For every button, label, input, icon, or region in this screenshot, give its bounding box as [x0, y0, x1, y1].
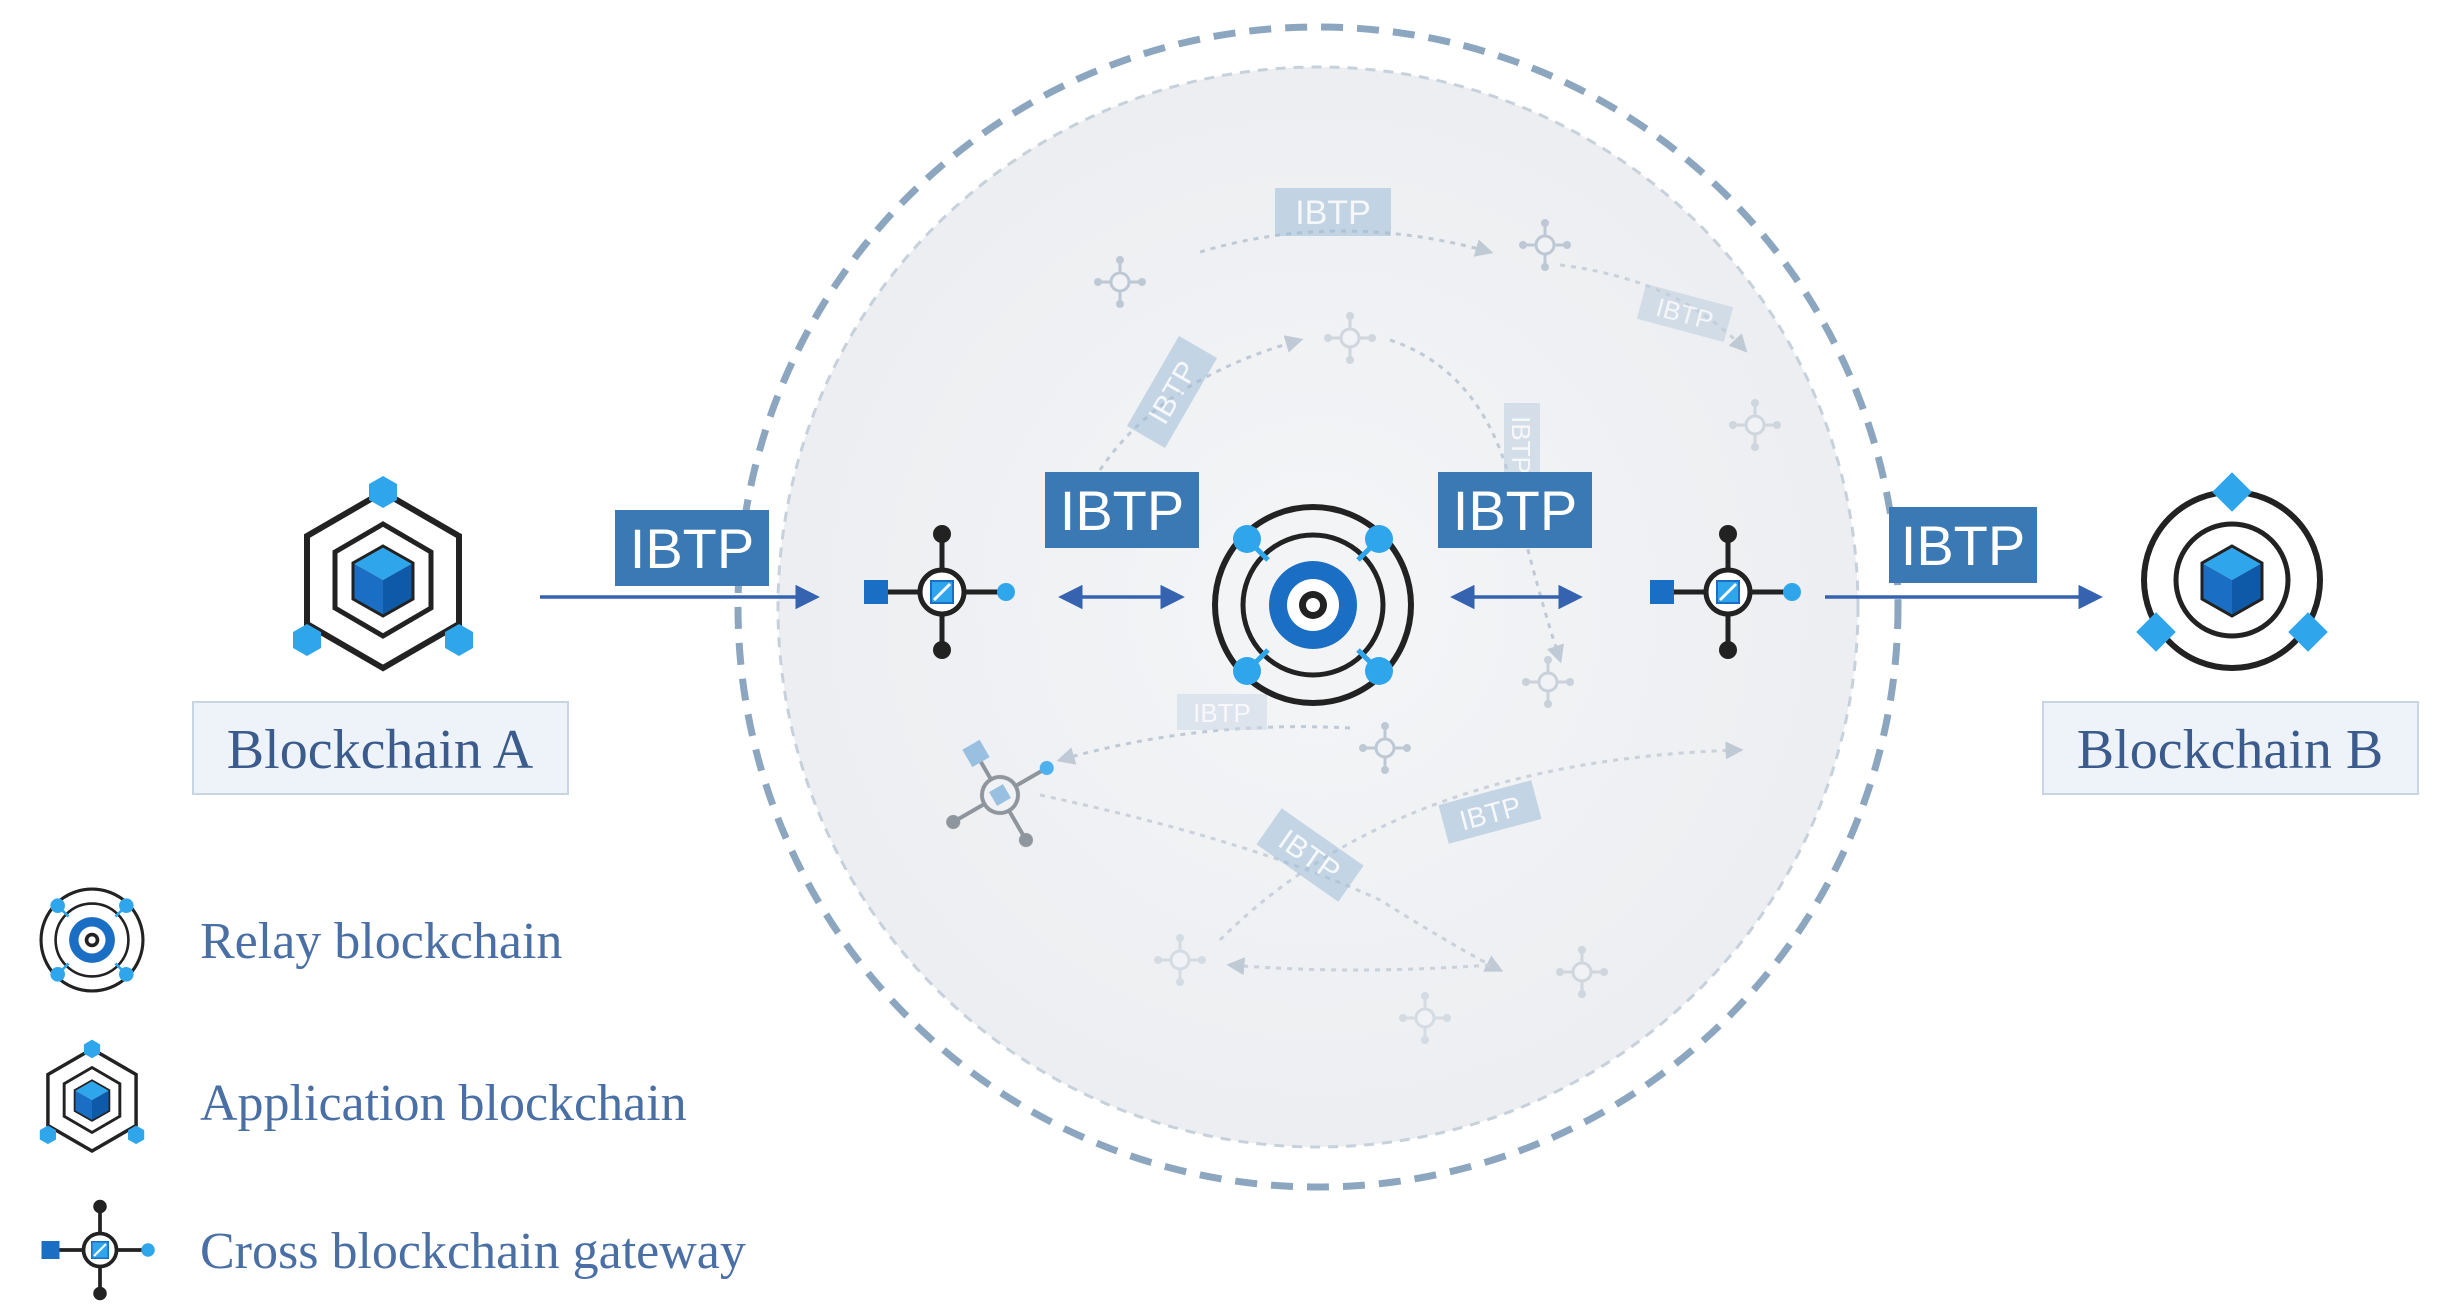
- blockchain-a-label: Blockchain A: [227, 719, 534, 781]
- background-ibtp-text: IBTP: [1506, 416, 1536, 474]
- relay-network-outer-dashed-ring: [734, 23, 1902, 1191]
- relay-network-inner-dashed-ring: [776, 65, 1860, 1149]
- legend-gateway-label: Cross blockchain gateway: [200, 1223, 746, 1280]
- legend-application-label: Application blockchain: [200, 1075, 687, 1132]
- ibtp-text: IBTP: [1901, 514, 2025, 577]
- background-ibtp-tags: IBTP IBTP IBTP IBTP IBTP IBTP: [1126, 188, 1734, 902]
- legend-relay-label: Relay blockchain: [200, 913, 562, 970]
- blockchain-b-label: Blockchain B: [2077, 719, 2383, 781]
- ibtp-tag: IBTP: [615, 510, 769, 586]
- legend-gateway-icon: [39, 1197, 157, 1303]
- blockchain-a-icon: [293, 476, 473, 668]
- relay-blockchain-icon: [1215, 507, 1411, 703]
- legend-application-icon: [38, 1037, 146, 1153]
- background-ibtp-text: IBTP: [1295, 194, 1371, 232]
- blockchain-b-label-box: [2042, 701, 2419, 795]
- background-network: IBTP IBTP IBTP IBTP IBTP IBTP: [946, 188, 1783, 1046]
- legend-relay-icon: [39, 887, 145, 993]
- blockchain-b-icon: [2136, 472, 2328, 668]
- ibtp-text: IBTP: [1060, 479, 1184, 542]
- gray-gateway-node: [946, 739, 1054, 848]
- ibtp-tag: IBTP: [1438, 472, 1592, 548]
- ibtp-tag: IBTP: [1045, 472, 1199, 548]
- background-ibtp-text: IBTP: [1193, 698, 1251, 728]
- ibtp-text: IBTP: [1453, 479, 1577, 542]
- legend: Relay blockchain Application blockchain …: [38, 887, 746, 1303]
- blockchain-a-label-box: [192, 701, 569, 795]
- ibtp-text: IBTP: [630, 517, 754, 580]
- ibtp-tag: IBTP: [1889, 507, 2037, 583]
